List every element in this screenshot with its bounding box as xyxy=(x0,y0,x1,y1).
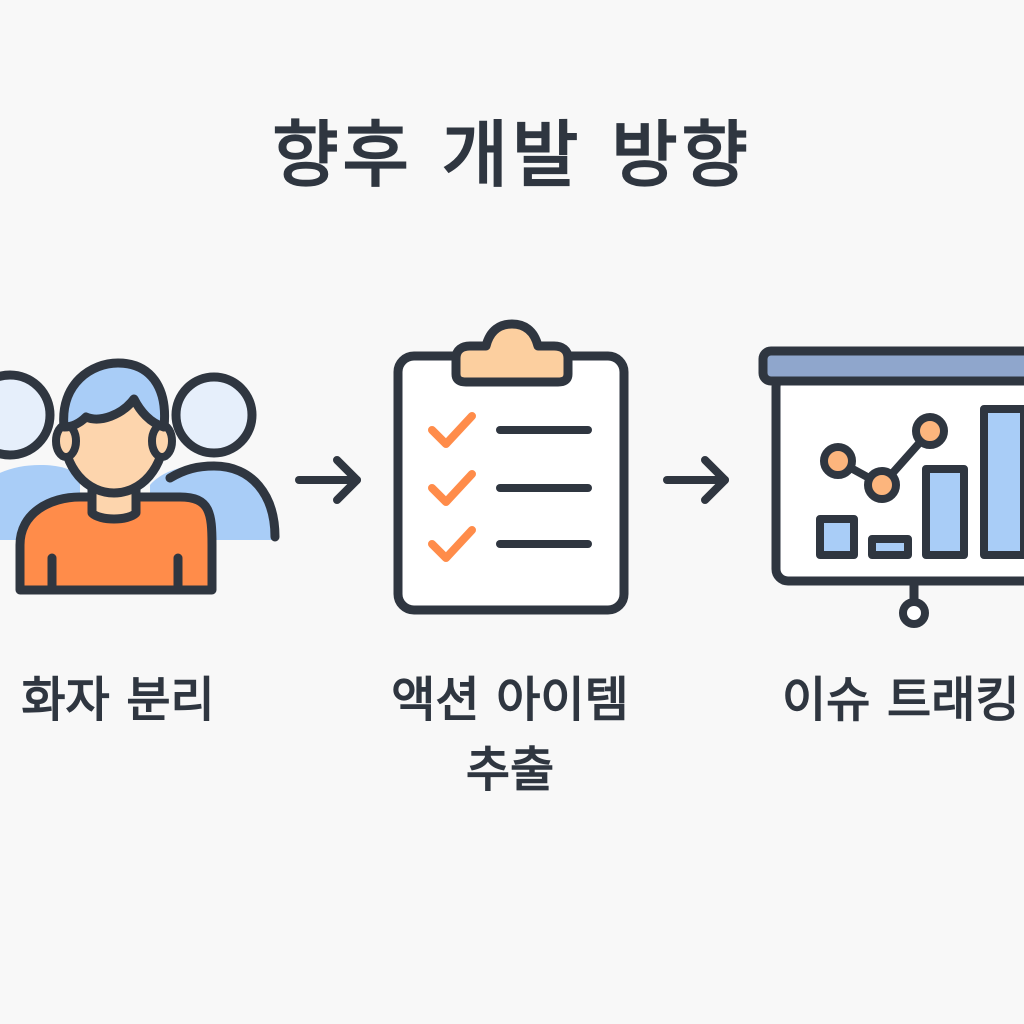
step-label-line: 추출 xyxy=(465,741,555,798)
step-label-speaker-separation: 화자 분리 xyxy=(21,672,215,728)
presentation-chart-icon xyxy=(758,345,1024,635)
arrow-right-icon xyxy=(295,455,365,505)
step-label-issue-tracking: 이슈 트래킹 xyxy=(782,672,1020,728)
diagram-title: 향후 개발 방향 xyxy=(272,113,752,197)
step-label-line: 액션 아이템 xyxy=(391,672,629,728)
step-label-action-item-extraction: 액션 아이템 추출 xyxy=(360,666,660,805)
clipboard-checklist-icon xyxy=(388,318,634,618)
arrow-right-icon xyxy=(663,455,733,505)
people-icon xyxy=(0,345,290,605)
